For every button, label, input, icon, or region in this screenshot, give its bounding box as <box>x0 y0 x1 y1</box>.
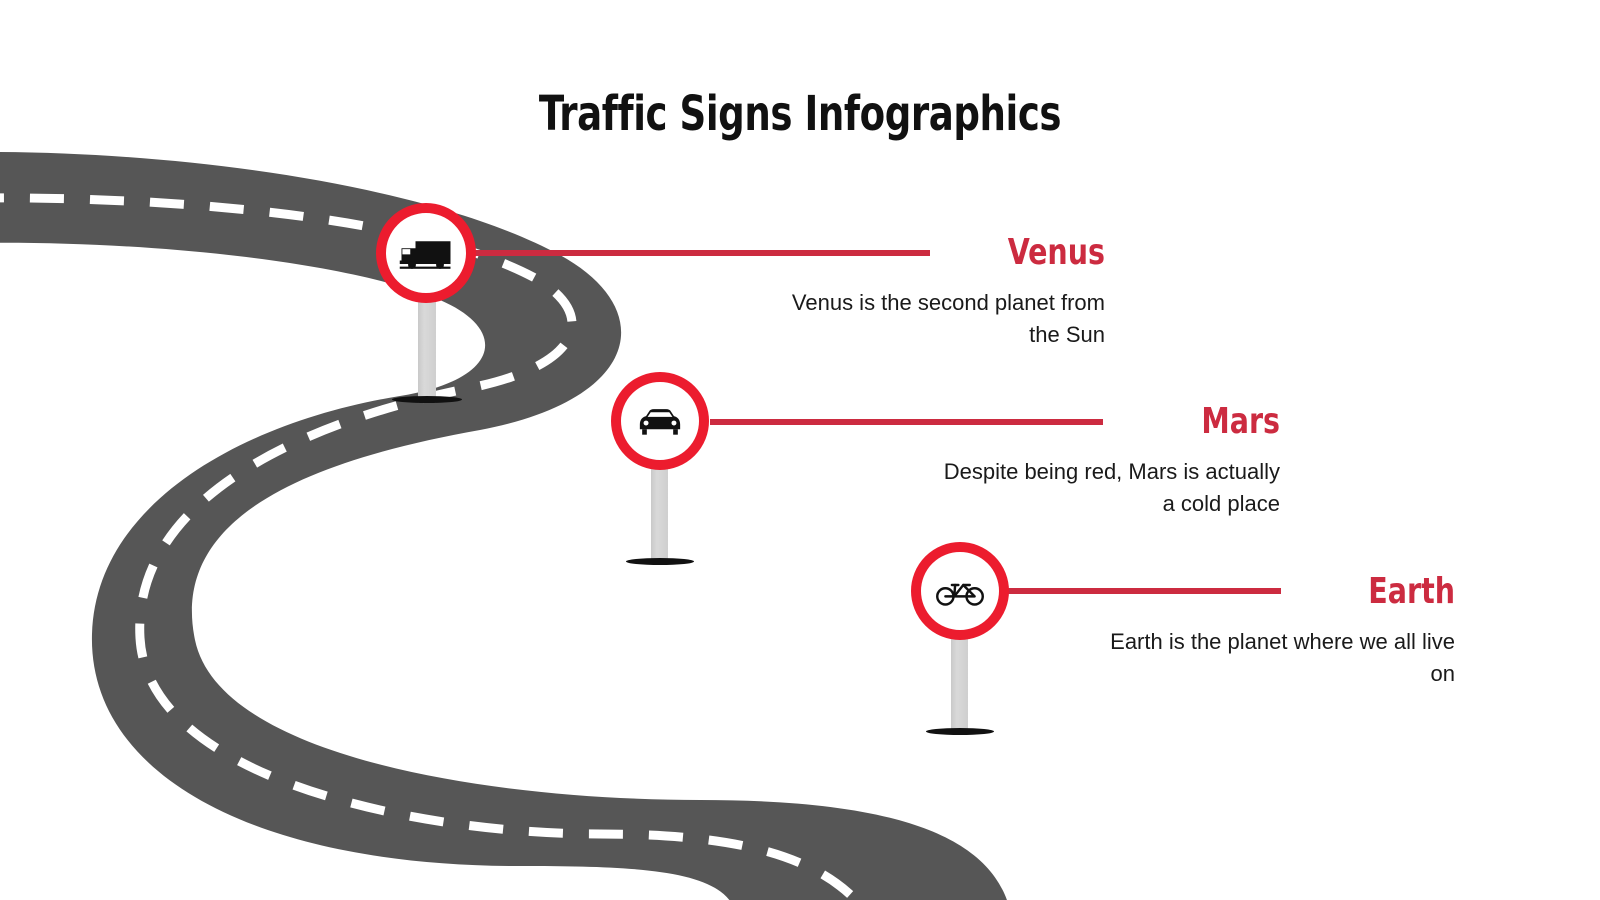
info-body-venus: Venus is the second planet from the Sun <box>791 290 1105 347</box>
info-heading-venus: Venus <box>1007 232 1105 273</box>
info-block-earth: Earth Earth is the planet where we all l… <box>1110 572 1455 690</box>
road-surface <box>0 151 1007 900</box>
car-icon <box>621 382 699 460</box>
connector-line-venus <box>462 250 930 256</box>
sign-disc-venus[interactable] <box>376 203 476 303</box>
pole-base-shadow-mars <box>626 558 694 565</box>
bicycle-icon <box>921 552 999 630</box>
info-body-mars: Despite being red, Mars is actually a co… <box>943 459 1280 516</box>
info-block-mars: Mars Despite being red, Mars is actually… <box>935 402 1280 520</box>
connector-line-earth <box>1008 588 1281 594</box>
info-body-earth: Earth is the planet where we all live on <box>1110 629 1455 686</box>
sign-group-venus[interactable] <box>372 203 480 408</box>
info-heading-earth: Earth <box>1368 571 1455 612</box>
truck-icon <box>386 213 466 293</box>
sign-disc-mars[interactable] <box>611 372 709 470</box>
pole-base-shadow-venus <box>392 396 462 403</box>
info-heading-mars: Mars <box>1201 401 1280 442</box>
connector-line-mars <box>710 419 1103 425</box>
sign-group-earth[interactable] <box>908 542 1012 740</box>
sign-group-mars[interactable] <box>608 372 712 572</box>
pole-base-shadow-earth <box>926 728 994 735</box>
page-title: Traffic Signs Infographics <box>538 86 1062 142</box>
sign-disc-earth[interactable] <box>911 542 1009 640</box>
info-block-venus: Venus Venus is the second planet from th… <box>760 233 1105 351</box>
